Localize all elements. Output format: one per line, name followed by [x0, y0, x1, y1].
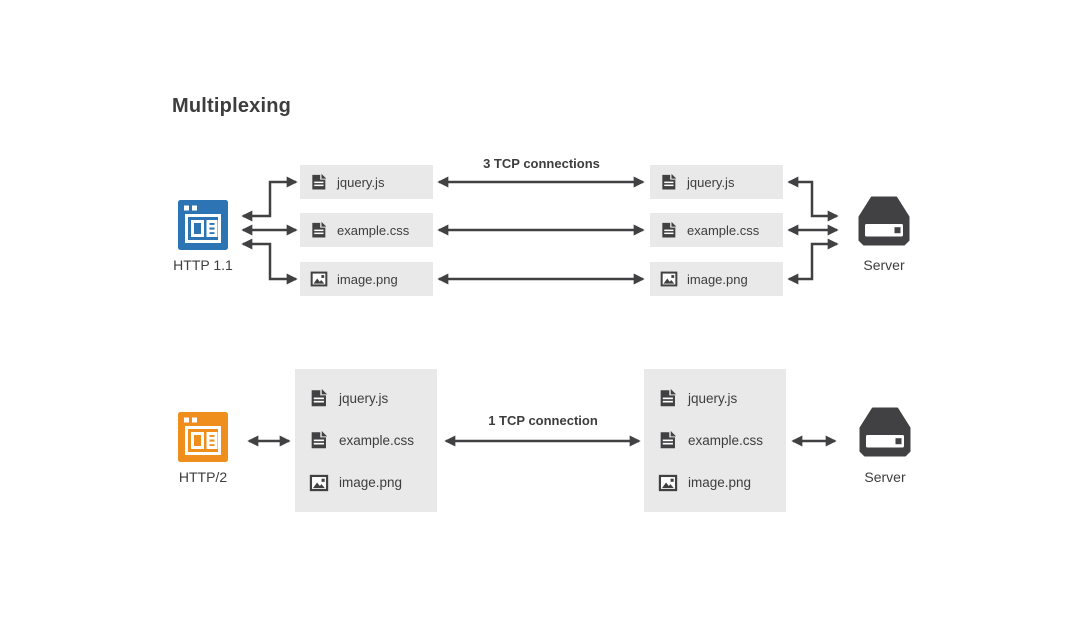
http11-client-label: HTTP 1.1 — [173, 257, 233, 273]
file-row: example.css — [308, 429, 437, 451]
file-name: image.png — [687, 271, 748, 287]
image-icon — [657, 472, 679, 494]
file-row: jquery.js — [657, 387, 786, 409]
file-name: jquery.js — [687, 174, 735, 190]
file-row: image.png — [657, 472, 786, 494]
file-row: jquery.js — [308, 387, 437, 409]
file-document-icon — [657, 429, 679, 451]
file-name: image.png — [339, 475, 403, 491]
server-icon — [857, 407, 913, 457]
image-icon — [309, 269, 329, 289]
file-name: example.css — [687, 222, 760, 238]
file-name: image.png — [688, 475, 752, 491]
http11-client-file-jquery: jquery.js — [300, 165, 433, 199]
file-document-icon — [308, 387, 330, 409]
http11-client-file-image: image.png — [300, 262, 433, 296]
file-name: image.png — [337, 271, 398, 287]
file-document-icon — [659, 220, 679, 240]
file-name: jquery.js — [688, 390, 738, 406]
browser-window-icon — [178, 412, 228, 462]
http2-client-file-group: jquery.js example.css image.png — [295, 369, 437, 512]
file-name: example.css — [339, 432, 415, 448]
http11-client-file-css: example.css — [300, 213, 433, 247]
server-icon — [856, 196, 912, 246]
file-name: example.css — [337, 222, 410, 238]
http2-client-label: HTTP/2 — [178, 469, 228, 485]
file-name: example.css — [688, 432, 764, 448]
http11-connection-label: 3 TCP connections — [483, 156, 600, 171]
file-row: example.css — [657, 429, 786, 451]
browser-window-icon — [178, 200, 228, 250]
file-document-icon — [309, 172, 329, 192]
http11-server-label: Server — [863, 257, 905, 273]
file-name: jquery.js — [339, 390, 389, 406]
http2-connection-label: 1 TCP connection — [488, 413, 598, 428]
http11-server-file-jquery: jquery.js — [650, 165, 783, 199]
image-icon — [659, 269, 679, 289]
file-document-icon — [308, 429, 330, 451]
http11-browser — [178, 200, 228, 250]
http2-server-file-group: jquery.js example.css image.png — [644, 369, 786, 512]
file-row: image.png — [308, 472, 437, 494]
file-document-icon — [659, 172, 679, 192]
file-name: jquery.js — [337, 174, 385, 190]
http2-server-label: Server — [864, 469, 906, 485]
diagram-title: Multiplexing — [172, 95, 292, 117]
file-document-icon — [309, 220, 329, 240]
http11-server — [856, 196, 912, 246]
http2-server — [857, 407, 913, 457]
http11-server-file-css: example.css — [650, 213, 783, 247]
image-icon — [308, 472, 330, 494]
http11-server-file-image: image.png — [650, 262, 783, 296]
file-document-icon — [657, 387, 679, 409]
http2-browser — [178, 412, 228, 462]
